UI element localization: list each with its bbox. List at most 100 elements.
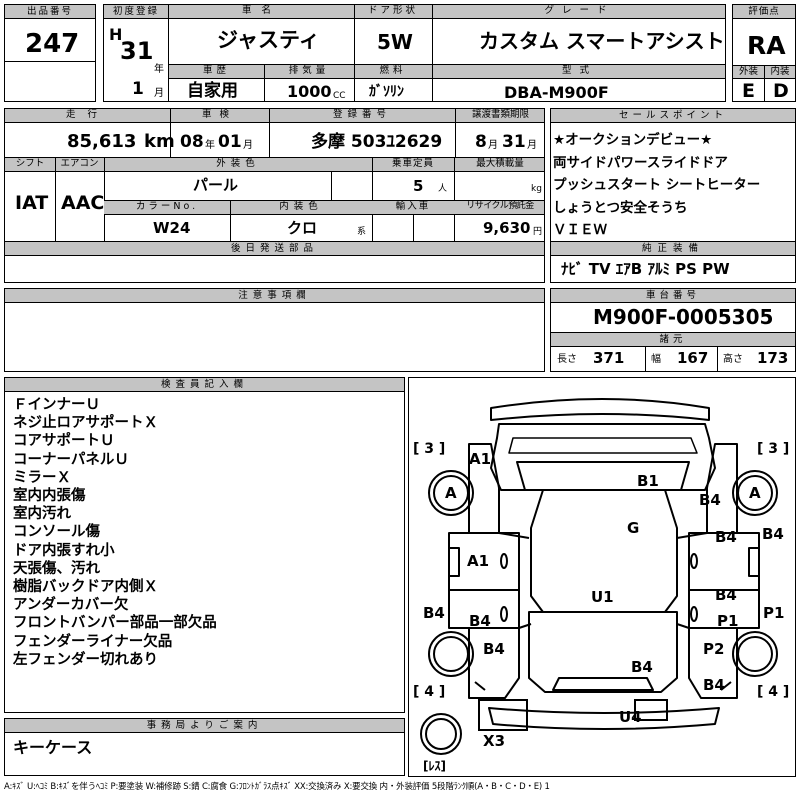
- inspector-note-item: 樹脂バックドア内側Ｘ: [13, 579, 158, 596]
- score-cell: 評価点 RA 外装 内装 E D: [732, 4, 796, 102]
- mark-b1: B1: [637, 472, 659, 490]
- sales-point-item: 両サイドパワースライドドア: [553, 154, 728, 171]
- history-value: 自家用: [187, 81, 238, 101]
- first-reg-label: 初度登録: [104, 5, 168, 19]
- score-value: RA: [747, 31, 786, 60]
- aircon-value: AAC: [61, 192, 105, 214]
- mileage-row: 走行 車検 登録番号 譲渡書類期限 85,613 km 08 年 01 月 多摩…: [4, 108, 545, 158]
- int-color-value: クロ: [287, 219, 318, 237]
- header-box: 出品番号 247 初度登録 H 31 年 1 月 車名 ドア形状 グレード ジャ…: [4, 4, 796, 104]
- inspection-month: 01: [218, 132, 242, 152]
- inspection-month-unit: 月: [243, 140, 253, 151]
- transfer-label: 譲渡書類期限: [471, 109, 529, 120]
- car-outline: [420, 398, 778, 755]
- color-no-value: W24: [153, 219, 191, 237]
- legend-text: A:ｷｽﾞ U:ﾍｺﾐ B:ｷｽﾞを伴うﾍｺﾐ P:要塗装 W:補修跡 S:錆 …: [4, 782, 550, 792]
- mark-u1: U1: [591, 588, 614, 606]
- sales-point-item: しょうとつ安全そうち: [553, 199, 688, 216]
- mark-a1-top: A1: [469, 450, 492, 468]
- damage-diagram: [ 3 ] [ 3 ] [ 4 ] [ 4 ] [ﾚｽ] A1 B1 A A B…: [408, 377, 796, 777]
- aircon-label: エアコン: [60, 158, 99, 169]
- exterior-score: E: [742, 80, 755, 102]
- plate-value: 多摩 503ﾕ2629: [311, 132, 443, 152]
- reg-no-label: 登録番号: [332, 109, 391, 120]
- km-unit: km: [144, 131, 175, 152]
- grade-label: グレード: [544, 5, 615, 16]
- shift-value: IAT: [15, 192, 49, 214]
- first-reg-cell: 初度登録 H 31 年 1 月: [103, 4, 169, 102]
- tire-tread-fl: [ 3 ]: [413, 441, 446, 457]
- specs-label: 諸元: [551, 333, 795, 347]
- sales-point-item: プッシュスタート シートヒーター: [553, 177, 761, 193]
- mark-b4-r3: B4: [715, 586, 737, 604]
- tire-tread-rl: [ 4 ]: [413, 684, 446, 700]
- reg-month: 1: [132, 79, 144, 99]
- recycle-value: 9,630: [483, 219, 531, 237]
- month-unit: 月: [154, 88, 164, 99]
- interior-label: 内装: [770, 66, 790, 77]
- office-note: キーケース: [13, 738, 93, 757]
- inspector-note-item: ＦインナーＵ: [13, 397, 100, 413]
- genuine-value: ﾅﾋﾞ TV ｴｱB ｱﾙﾐ PS PW: [561, 260, 730, 278]
- inspector-note-item: 天張傷、汚れ: [13, 560, 100, 577]
- reg-year: 31: [120, 37, 154, 65]
- inspector-note-item: 室内汚れ: [13, 506, 71, 523]
- inspection-year: 08: [180, 132, 204, 152]
- yen-unit: 円: [533, 227, 543, 237]
- car-name: ジャスティ: [217, 28, 320, 52]
- sales-point-item: ★オークションデビュー★: [553, 132, 713, 148]
- inspection-label: 車検: [201, 109, 237, 120]
- mark-b4-l2: B4: [469, 612, 491, 630]
- mark-b4-r4: B4: [703, 676, 725, 694]
- grade-value: カスタム スマートアシスト: [479, 29, 725, 53]
- office-label: 事務局よりご案内: [5, 719, 404, 733]
- transfer-day-unit: 月: [527, 140, 537, 151]
- transfer-month-unit: 月: [488, 140, 498, 151]
- transfer-month: 8: [475, 132, 487, 152]
- inspection-year-unit: 年: [205, 140, 215, 151]
- fuel-label: 燃料: [379, 65, 407, 76]
- mark-a1-left: A1: [467, 552, 490, 570]
- mark-u4: U4: [619, 708, 642, 726]
- width-label: 幅: [651, 354, 661, 365]
- genuine-box: 純正装備 ﾅﾋﾞ TV ｴｱB ｱﾙﾐ PS PW: [550, 241, 796, 283]
- mark-b4-c: B4: [631, 658, 653, 676]
- era: H: [109, 25, 123, 44]
- lot-number: 247: [25, 29, 80, 59]
- later-parts-box: 後日発送部品: [4, 241, 545, 283]
- length-value: 371: [593, 349, 625, 367]
- fuel-value: ｶﾞｿﾘﾝ: [369, 84, 404, 100]
- tire-tread-fr: [ 3 ]: [757, 441, 790, 457]
- history-label: 車歴: [202, 65, 230, 76]
- inspector-note-item: ドア内張すれ小: [13, 542, 115, 559]
- mark-p1-far: P1: [763, 604, 785, 622]
- car-name-label: 車名: [241, 5, 281, 16]
- chassis-box: 車台番号 M900F-0005305 諸元 長さ 371 幅 167 高さ 17…: [550, 288, 796, 372]
- capacity-value: 5: [413, 177, 424, 195]
- chassis-number: M900F-0005305: [593, 305, 774, 329]
- mark-b4-l3: B4: [483, 640, 505, 658]
- kei-unit: 系: [357, 227, 367, 237]
- transfer-day: 31: [502, 132, 526, 152]
- mark-a-left: A: [445, 484, 457, 502]
- color-no-label: カラーNo.: [135, 201, 199, 212]
- genuine-label: 純正装備: [551, 242, 795, 256]
- capacity-label: 乗車定員: [391, 158, 434, 169]
- history-row: 車歴 排気量 燃料 型式 自家用 1000 CC ｶﾞｿﾘﾝ DBA-M900F: [168, 64, 726, 102]
- mileage-value: 85,613: [67, 131, 137, 152]
- sales-points-label: セールスポイント: [551, 109, 795, 123]
- mark-x3: X3: [483, 732, 506, 750]
- mark-g: G: [627, 519, 640, 537]
- office-box: 事務局よりご案内 キーケース: [4, 718, 405, 776]
- inspector-note-item: フロントバンパー部品一部欠品: [13, 615, 217, 632]
- person-unit: 人: [438, 184, 448, 194]
- mileage-label: 走行: [65, 109, 109, 120]
- mark-b4-far: B4: [762, 525, 784, 543]
- inspector-note-item: コーナーパネルＵ: [13, 451, 129, 468]
- mark-b4-r2: B4: [715, 528, 737, 546]
- door-label: ドア形状: [367, 5, 418, 16]
- score-label: 評価点: [733, 5, 795, 19]
- car-name-cell: 車名 ドア形状 グレード ジャスティ 5W カスタム スマートアシスト: [168, 4, 726, 65]
- sales-points-box: セールスポイント ★オークションデビュー★ 両サイドパワースライドドアプッシュスタ…: [550, 108, 796, 242]
